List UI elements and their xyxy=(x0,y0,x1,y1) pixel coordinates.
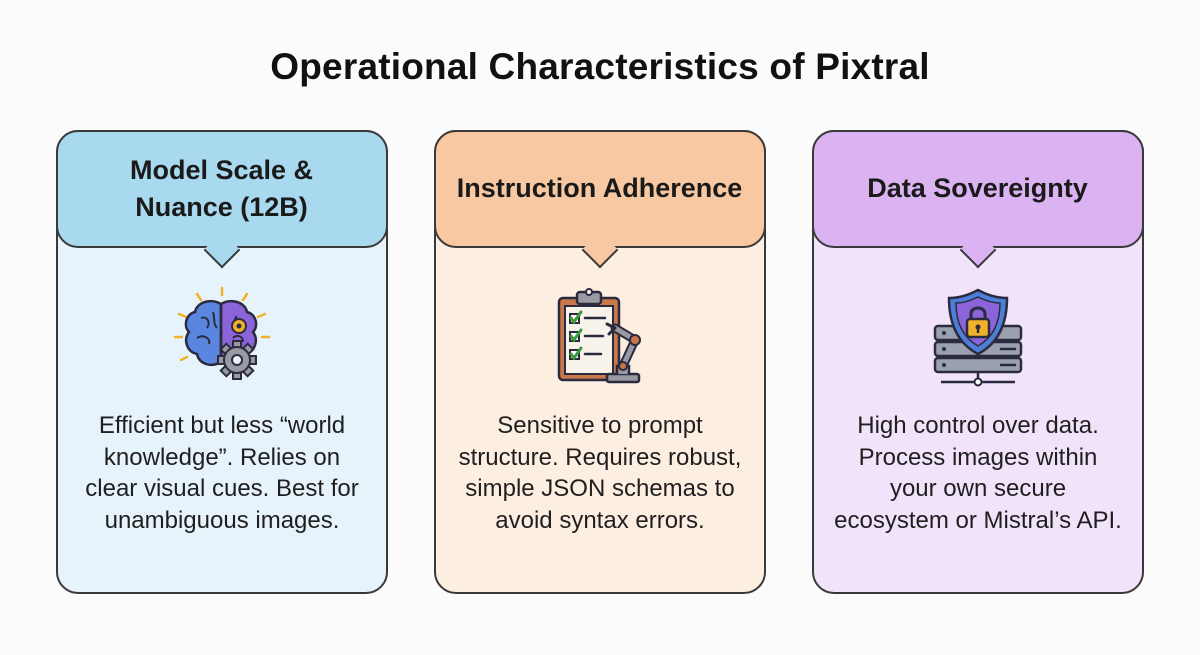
card-header: Data Sovereignty xyxy=(811,129,1144,268)
card-header: Model Scale & Nuance (12B) xyxy=(55,129,388,268)
page-title: Operational Characteristics of Pixtral xyxy=(270,46,930,87)
card-header: Instruction Adherence xyxy=(433,129,766,268)
brain-gear-icon xyxy=(167,282,277,392)
header-pointer xyxy=(203,231,240,268)
card-model-scale: Model Scale & Nuance (12B) xyxy=(55,129,388,594)
card-title: Model Scale & Nuance (12B) xyxy=(129,154,314,222)
header-pointer xyxy=(581,231,618,268)
clipboard-robot-arm-icon xyxy=(545,282,655,392)
card-data-sovereignty: Data Sovereignty xyxy=(811,129,1144,594)
card-description: Sensitive to prompt structure. Requires … xyxy=(458,412,742,534)
card-description: High control over data. Process images w… xyxy=(834,412,1122,534)
header-pointer xyxy=(959,231,996,268)
card-title: Instruction Adherence xyxy=(456,173,743,203)
card-title: Data Sovereignty xyxy=(867,173,1088,203)
card-description: Efficient but less “world knowledge”. Re… xyxy=(85,412,359,534)
card-instruction-adherence: Instruction Adherence xyxy=(433,129,766,594)
shield-lock-server-icon xyxy=(923,282,1033,392)
